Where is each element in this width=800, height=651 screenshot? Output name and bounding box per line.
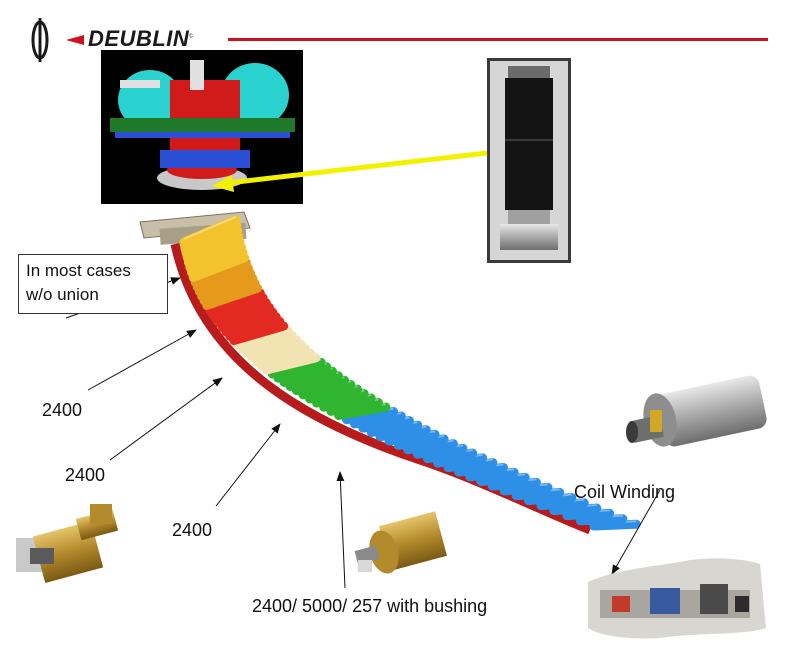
roller-red: [211, 298, 271, 324]
roller-yellow: [185, 242, 246, 273]
roller-orange: [202, 283, 263, 310]
roller-cream: [257, 348, 316, 371]
roller-blue: [562, 508, 615, 521]
arrow-2400-b: [109, 377, 223, 461]
roller-green: [267, 357, 326, 379]
roller-blue: [476, 472, 530, 486]
roller-green: [305, 384, 362, 404]
roller-orange: [190, 258, 251, 287]
roller-blue: [375, 425, 431, 442]
machine-model-icon: [101, 50, 303, 204]
roller-blue: [523, 493, 577, 506]
label-2400-a: 2400: [42, 400, 83, 420]
roller-blue: [433, 453, 488, 468]
rotary-union-photo-icon: [487, 58, 571, 263]
roller-blue: [412, 443, 468, 459]
roller-cream: [247, 339, 306, 362]
roller-blue: [575, 514, 628, 526]
arrow-2400-a: [87, 329, 197, 391]
roller-blue: [422, 448, 478, 464]
callout-line-1: In most cases: [26, 261, 131, 280]
arrow-2400-c: [215, 423, 281, 507]
roller-blue: [465, 467, 519, 482]
roller-blue: [589, 519, 641, 531]
roller-blue: [511, 487, 565, 501]
roller-orange: [199, 278, 260, 306]
brand-name: DEUBLINc: [88, 26, 194, 51]
roller-cream: [237, 330, 297, 354]
roller-red: [208, 293, 268, 319]
roller-red: [225, 316, 285, 341]
roller-cream: [252, 344, 311, 367]
roller-blue: [350, 411, 406, 429]
roller-blue: [393, 434, 449, 450]
callout-line-2: w/o union: [26, 285, 99, 304]
roller-red: [217, 307, 278, 333]
roller-red: [214, 302, 274, 328]
roller-yellow: [182, 231, 244, 263]
roller-red: [229, 321, 289, 346]
header-divider: [228, 38, 768, 41]
roller-red: [205, 288, 265, 315]
roller-blue: [454, 463, 508, 477]
roller-green: [291, 375, 350, 396]
roller-green: [312, 389, 369, 408]
roller-green: [273, 362, 332, 383]
roller-green: [298, 380, 356, 400]
label-bushing: 2400/ 5000/ 257 with bushing: [252, 596, 488, 616]
roller-green: [326, 398, 383, 416]
roller-blue: [403, 439, 458, 455]
brass-union-icon: [16, 504, 119, 583]
roller-blue: [341, 407, 398, 425]
roller-yellow: [183, 237, 245, 268]
roller-green: [334, 402, 391, 420]
roller-strand: [179, 215, 641, 531]
roller-red: [221, 312, 281, 337]
roller-orange: [194, 268, 255, 297]
roller-green: [279, 366, 337, 387]
roller-orange: [197, 273, 258, 301]
roller-blue: [366, 420, 423, 437]
roller-yellow: [188, 253, 250, 282]
roller-blue: [487, 477, 541, 491]
label-2400-c: 2400: [172, 520, 213, 540]
deublin-logo-icon: [31, 18, 84, 62]
roller-yellow: [180, 220, 242, 252]
roller-orange: [192, 263, 253, 292]
roller-yellow: [187, 248, 248, 277]
roller-blue: [499, 482, 553, 496]
roller-green: [285, 371, 343, 391]
roller-blue: [536, 498, 589, 511]
roller-green: [319, 393, 376, 412]
label-coil-winding: Coil Winding: [574, 482, 676, 502]
roller-yellow: [179, 215, 241, 247]
yellow-pointer-arrow: [212, 150, 488, 192]
roller-cream: [262, 353, 321, 375]
factory-photo-icon: [588, 558, 766, 639]
arrow-bushing: [336, 471, 346, 589]
roller-highlight: [183, 215, 237, 240]
roller-cream: [242, 335, 301, 358]
callout-box: In most cases w/o union: [18, 254, 168, 314]
roller-blue: [549, 503, 602, 516]
brass-union-icon: [354, 511, 447, 574]
steel-union-icon: [626, 375, 767, 447]
roller-blue: [443, 458, 498, 473]
roller-yellow: [181, 226, 243, 257]
roller-blue: [358, 416, 414, 433]
leader-arrows: [65, 277, 661, 589]
roller-blue: [384, 429, 440, 446]
arrow-coil: [611, 489, 661, 575]
label-2400-b: 2400: [65, 465, 106, 485]
roller-cream: [233, 326, 293, 350]
